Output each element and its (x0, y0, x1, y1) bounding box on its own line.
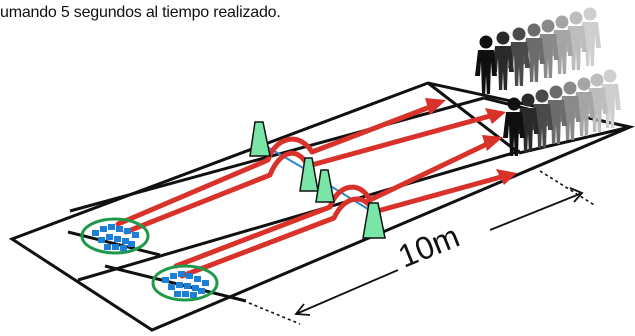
arrowhead-3 (482, 135, 503, 151)
arrowhead-2 (485, 108, 506, 124)
arrow-path-1 (115, 104, 433, 227)
lane-divider-upper (69, 96, 485, 213)
field-outline (8, 81, 635, 332)
cone-3 (315, 169, 335, 203)
ball-zone-2 (151, 264, 219, 302)
cones (249, 121, 386, 239)
distance-arrow (294, 187, 584, 316)
cone-1 (249, 121, 271, 157)
cone-4 (362, 202, 386, 239)
start-line-right-bottom (104, 264, 247, 303)
arrowhead-4 (496, 169, 517, 185)
distance-label: 10m (393, 218, 464, 275)
arrow-path-3 (173, 141, 490, 269)
ball-zone-1 (80, 217, 150, 255)
start-circle-2 (151, 264, 219, 302)
instruction-caption: umando 5 segundos al tiempo realizado. (0, 4, 281, 21)
balls-group-1 (92, 224, 139, 251)
arrowhead-1 (425, 98, 446, 115)
balls-group-2 (162, 271, 209, 298)
lane-divider-middle (77, 149, 521, 282)
start-circle-1 (80, 217, 150, 255)
distance-markers (248, 170, 597, 325)
arrow-heads (425, 98, 517, 185)
